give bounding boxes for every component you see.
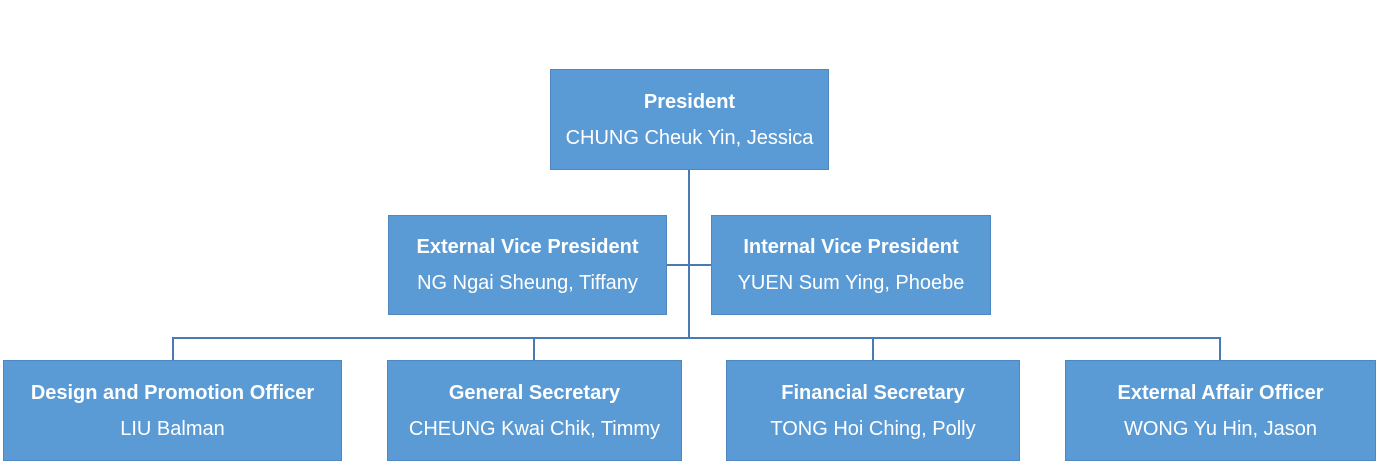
connector-vp-branch <box>666 264 712 266</box>
financial-secretary-title: Financial Secretary <box>781 381 965 404</box>
general-secretary-box: General Secretary CHEUNG Kwai Chik, Timm… <box>387 360 682 461</box>
external-affair-officer-title: External Affair Officer <box>1117 381 1324 404</box>
connector-officer-1 <box>172 337 174 360</box>
internal-vice-president-box: Internal Vice President YUEN Sum Ying, P… <box>711 215 991 315</box>
internal-vice-president-title: Internal Vice President <box>743 236 959 258</box>
connector-officer-4 <box>1219 337 1221 360</box>
connector-officer-3 <box>872 337 874 360</box>
external-vice-president-title: External Vice President <box>416 236 639 258</box>
president-title: President <box>643 90 736 113</box>
design-promotion-officer-title: Design and Promotion Officer <box>30 381 315 404</box>
financial-secretary-name: TONG Hoi Ching, Polly <box>770 417 976 440</box>
external-affair-officer-box: External Affair Officer WONG Yu Hin, Jas… <box>1065 360 1376 461</box>
financial-secretary-box: Financial Secretary TONG Hoi Ching, Poll… <box>726 360 1020 461</box>
design-promotion-officer-name: LIU Balman <box>120 417 225 440</box>
connector-officer-bar <box>172 337 1221 339</box>
external-affair-officer-name: WONG Yu Hin, Jason <box>1123 417 1318 440</box>
president-name: CHUNG Cheuk Yin, Jessica <box>565 126 814 149</box>
internal-vice-president-name: YUEN Sum Ying, Phoebe <box>737 272 965 294</box>
external-vice-president-box: External Vice President NG Ngai Sheung, … <box>388 215 667 315</box>
design-promotion-officer-box: Design and Promotion Officer LIU Balman <box>3 360 342 461</box>
external-vice-president-name: NG Ngai Sheung, Tiffany <box>417 272 638 294</box>
general-secretary-title: General Secretary <box>448 381 621 404</box>
president-box: President CHUNG Cheuk Yin, Jessica <box>550 69 829 170</box>
connector-trunk <box>688 169 690 339</box>
general-secretary-name: CHEUNG Kwai Chik, Timmy <box>408 417 661 440</box>
connector-officer-2 <box>533 337 535 360</box>
